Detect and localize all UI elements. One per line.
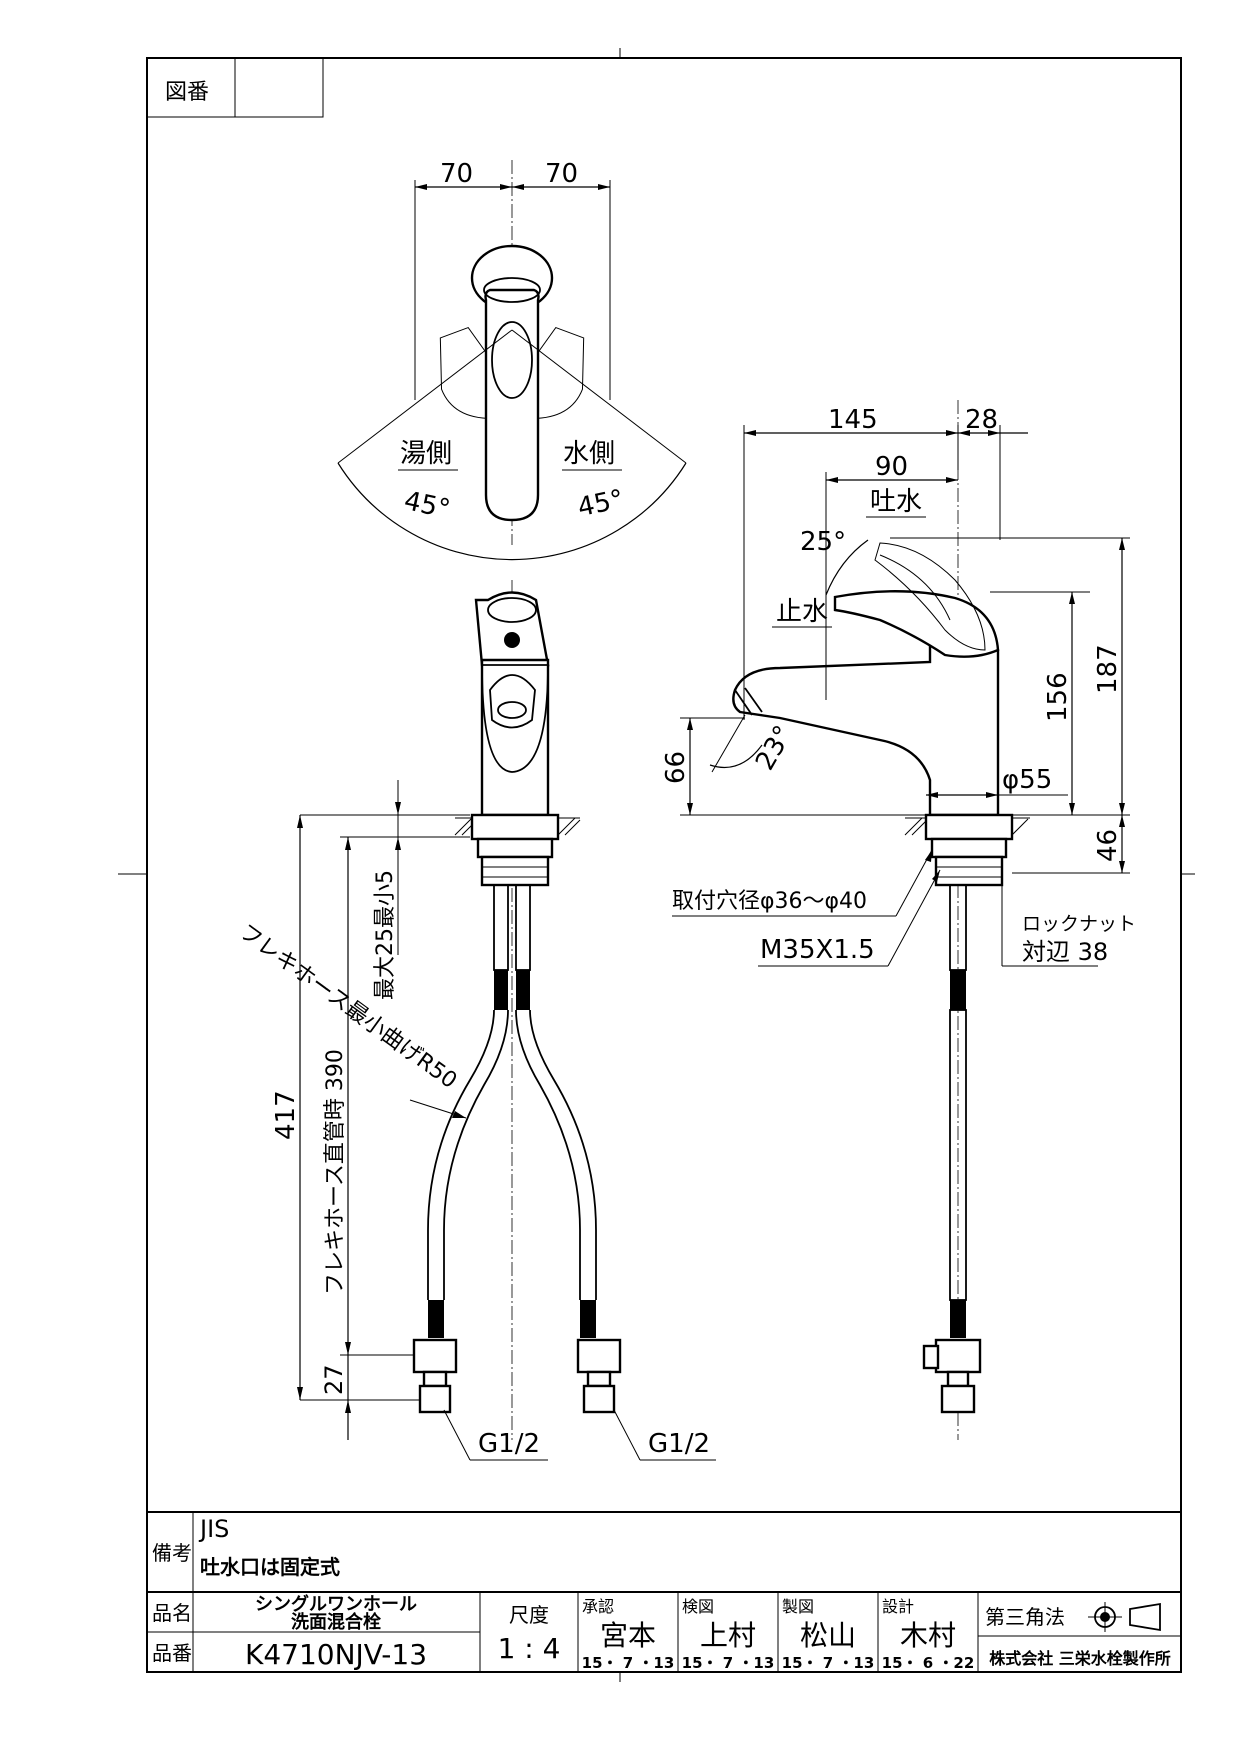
hot-side-label: 湯側 <box>400 439 452 469</box>
product-name-line2: 洗面混合栓 <box>291 1611 381 1633</box>
drawing-number-label: 図番 <box>165 80 209 105</box>
dim-28: 28 <box>965 405 998 435</box>
checker-date: 15・ 7 ・13 <box>682 1654 775 1672</box>
dim-90: 90 <box>875 452 908 482</box>
product-name-line1: シングルワンホール <box>255 1593 417 1615</box>
dim-46: 46 <box>1093 829 1123 862</box>
projection-method: 第三角法 <box>985 1605 1065 1629</box>
dim-156: 156 <box>1043 672 1073 722</box>
drawing-frame <box>146 57 1182 1673</box>
designer-role: 設計 <box>882 1597 914 1616</box>
angle-23: 23° <box>750 721 799 776</box>
checker-role: 検図 <box>682 1597 714 1616</box>
stop-water-label: 止水 <box>776 597 828 627</box>
product-number: K4710NJV-13 <box>245 1638 427 1671</box>
dim-66: 66 <box>661 751 691 784</box>
side-lever <box>833 590 1000 658</box>
dim-27: 27 <box>320 1364 348 1395</box>
fitting-left <box>412 1338 458 1374</box>
front-body <box>480 658 550 817</box>
remarks-fixed-spout: 吐水口は固定式 <box>200 1555 340 1579</box>
scale-label: 尺度 <box>509 1603 549 1627</box>
remarks-jis: JIS <box>198 1515 229 1543</box>
drafter-name: 松山 <box>800 1619 856 1652</box>
dia-55: φ55 <box>1002 765 1052 795</box>
scale-value: 1 : 4 <box>498 1632 561 1665</box>
thread-g-right: G1/2 <box>648 1429 710 1459</box>
dim-145: 145 <box>828 405 878 435</box>
product-number-label: 品番 <box>152 1641 192 1665</box>
title-block: 備考 JIS 吐水口は固定式 品名 シングルワンホール 洗面混合栓 品番 K47… <box>147 1511 1181 1672</box>
dim-70-left: 70 <box>440 159 473 189</box>
cold-side-label: 水側 <box>563 439 615 469</box>
checker-name: 上村 <box>700 1619 756 1652</box>
side-fitting <box>934 1338 982 1374</box>
approver-date: 15・ 7 ・13 <box>582 1654 675 1672</box>
product-name-label: 品名 <box>152 1601 192 1625</box>
approver-role: 承認 <box>582 1597 614 1616</box>
angle-left-45: 45° <box>401 486 452 525</box>
top-view: 70 70 湯側 水側 45° 45° <box>337 159 687 561</box>
front-handle <box>474 591 550 667</box>
designer-name: 木村 <box>900 1619 956 1652</box>
front-view: 417 フレキホース直管時 390 最大25最小5 27 フレキホース最小曲げR… <box>234 580 716 1461</box>
dim-adjust-range: 最大25最小5 <box>373 870 398 1000</box>
dim-70-right: 70 <box>545 159 578 189</box>
company-name: 株式会社 三栄水栓製作所 <box>989 1649 1171 1668</box>
remarks-label: 備考 <box>152 1541 192 1565</box>
dim-390-straight: フレキホース直管時 390 <box>323 1049 348 1295</box>
dim-417: 417 <box>271 1090 301 1140</box>
approver-name: 宮本 <box>600 1619 656 1652</box>
drawing-number-box: 図番 <box>146 57 324 118</box>
drafter-role: 製図 <box>782 1597 814 1616</box>
side-view: 145 28 90 吐水 25° 止水 156 187 46 <box>661 400 1136 1440</box>
handle-top-lever <box>484 288 540 522</box>
thread-g-left: G1/2 <box>478 1429 540 1459</box>
thread-m35: M35X1.5 <box>760 935 875 965</box>
drafter-date: 15・ 7 ・13 <box>782 1654 875 1672</box>
angle-25: 25° <box>800 527 846 557</box>
lock-nut-label: ロックナット <box>1022 913 1136 935</box>
dim-187: 187 <box>1093 644 1123 694</box>
lock-nut-size: 対辺 38 <box>1022 938 1108 966</box>
third-angle-projection-icon <box>1088 1602 1161 1632</box>
spout-label: 吐水 <box>870 487 922 517</box>
fitting-right <box>576 1338 622 1374</box>
designer-date: 15・ 6 ・22 <box>882 1654 975 1672</box>
angle-right-45: 45° <box>575 484 626 523</box>
mounting-hole-dia: 取付穴径φ36～φ40 <box>672 889 867 914</box>
